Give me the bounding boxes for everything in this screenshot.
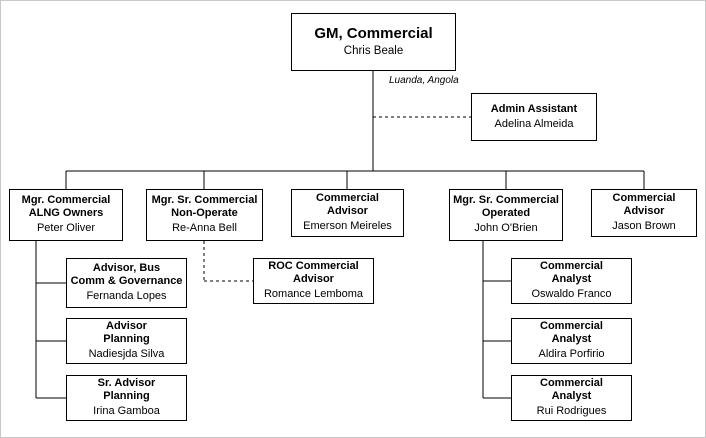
member-name: Nadiesjda Silva (88, 348, 165, 361)
location-label: Luanda, Angola (389, 75, 459, 86)
member-title: Advisor Planning (103, 320, 150, 346)
manager-title: Commercial Advisor (612, 192, 676, 218)
member-title: Sr. Advisor Planning (97, 377, 156, 403)
member-name: Aldira Porfirio (538, 348, 605, 361)
member-title: Advisor, Bus Comm & Governance (70, 262, 183, 288)
member-title: Commercial Analyst (540, 320, 603, 346)
manager-name: Emerson Meireles (303, 220, 392, 233)
org-box-admin-assistant: Admin Assistant Adelina Almeida (471, 93, 597, 141)
member-name: Oswaldo Franco (531, 288, 612, 301)
admin-name: Adelina Almeida (494, 117, 574, 130)
manager-title: Mgr. Sr. Commercial Operated (453, 194, 559, 220)
member-name: Romance Lemboma (263, 288, 364, 301)
org-box-commercial-advisor-brown: Commercial Advisor Jason Brown (591, 189, 697, 237)
manager-title: Mgr. Commercial ALNG Owners (21, 194, 111, 220)
org-box-commercial-analyst-franco: Commercial Analyst Oswaldo Franco (511, 258, 632, 304)
manager-title: Mgr. Sr. Commercial Non-Operate (151, 194, 258, 220)
org-box-sr-advisor-planning: Sr. Advisor Planning Irina Gamboa (66, 375, 187, 421)
org-box-advisor-bus-comm-governance: Advisor, Bus Comm & Governance Fernanda … (66, 258, 187, 308)
member-title: ROC Commercial Advisor (268, 260, 359, 286)
org-box-mgr-operated: Mgr. Sr. Commercial Operated John O'Brie… (449, 189, 563, 241)
manager-name: Peter Oliver (36, 222, 96, 235)
gm-name: Chris Beale (343, 44, 404, 57)
manager-title: Commercial Advisor (316, 192, 379, 218)
admin-title: Admin Assistant (490, 102, 578, 115)
manager-name: John O'Brien (474, 222, 538, 235)
member-name: Fernanda Lopes (86, 290, 167, 303)
member-name: Irina Gamboa (93, 405, 160, 418)
org-box-gm-commercial: GM, Commercial Chris Beale (291, 13, 456, 71)
member-name: Rui Rodrigues (536, 405, 607, 418)
org-box-commercial-advisor-meireles: Commercial Advisor Emerson Meireles (291, 189, 404, 237)
member-title: Commercial Analyst (540, 377, 603, 403)
org-box-mgr-alng-owners: Mgr. Commercial ALNG Owners Peter Oliver (9, 189, 123, 241)
org-box-roc-commercial-advisor: ROC Commercial Advisor Romance Lemboma (253, 258, 374, 304)
gm-title: GM, Commercial (314, 25, 433, 43)
member-title: Commercial Analyst (540, 260, 603, 286)
org-box-commercial-analyst-porfirio: Commercial Analyst Aldira Porfirio (511, 318, 632, 364)
manager-name: Re-Anna Bell (172, 222, 237, 235)
org-box-mgr-non-operate: Mgr. Sr. Commercial Non-Operate Re-Anna … (146, 189, 263, 241)
org-box-advisor-planning: Advisor Planning Nadiesjda Silva (66, 318, 187, 364)
manager-name: Jason Brown (612, 220, 676, 233)
org-box-commercial-analyst-rodrigues: Commercial Analyst Rui Rodrigues (511, 375, 632, 421)
